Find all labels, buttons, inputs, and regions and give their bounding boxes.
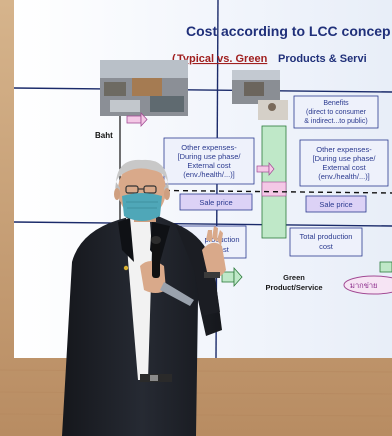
svg-text:[During use phase/: [During use phase/	[313, 154, 377, 163]
green-product-label-line1: Green	[283, 273, 305, 282]
slide-subtitle-open: (	[172, 53, 176, 65]
arrow-icon	[256, 162, 275, 176]
green-bar-pink-segment	[261, 181, 287, 197]
pollution-image-right	[232, 70, 280, 104]
slide-subtitle-underlined: Typical vs. Green	[177, 53, 268, 65]
svg-text:cost: cost	[319, 242, 334, 251]
sale-price-box-left: Sale price	[179, 193, 253, 211]
arrow-icon	[126, 111, 148, 128]
other-expenses-box-right: Other expenses- [During use phase/ Exter…	[299, 139, 389, 187]
svg-text:มากข่าย: มากข่าย	[350, 281, 377, 290]
slide-title: Cost according to LCC concep	[186, 23, 391, 39]
svg-text:Sale price: Sale price	[319, 200, 352, 209]
svg-text:(env./health/...)]: (env./health/...)]	[183, 170, 235, 179]
green-arrow-icon	[221, 266, 243, 288]
slide-subtitle-rest: Products & Servi	[278, 53, 367, 65]
svg-text:Benefits: Benefits	[323, 100, 349, 107]
microphone	[152, 238, 160, 278]
svg-text:(direct to consumer: (direct to consumer	[306, 109, 367, 116]
svg-text:External cost: External cost	[187, 161, 231, 170]
thai-label-oval: มากข่าย	[343, 275, 392, 295]
svg-text:[During use phase/: [During use phase/	[178, 152, 242, 161]
sale-price-box-right: Sale price	[305, 195, 367, 213]
face-mask	[122, 193, 162, 221]
pollution-image-left	[100, 60, 188, 116]
svg-text:Sale price: Sale price	[199, 198, 232, 207]
svg-text:Other expenses-: Other expenses-	[316, 145, 372, 154]
other-expenses-box-left: Other expenses- [During use phase/ Exter…	[163, 137, 255, 185]
green-corner-box	[379, 261, 392, 273]
svg-text:Total production: Total production	[300, 232, 353, 241]
person-icon-image	[258, 100, 288, 120]
y-axis-label: Baht	[95, 131, 113, 140]
benefits-box: Benefits (direct to consumer & indirect.…	[293, 95, 379, 129]
speaker	[62, 159, 226, 436]
svg-text:& indirect...to public): & indirect...to public)	[304, 118, 367, 125]
svg-text:Other expenses-: Other expenses-	[181, 143, 237, 152]
svg-text:(env./health/...)]: (env./health/...)]	[318, 172, 370, 181]
green-product-label-line2: Product/Service	[265, 283, 322, 292]
glasses	[125, 185, 157, 194]
total-production-cost-box: Total production cost	[289, 227, 363, 257]
svg-text:External cost: External cost	[322, 163, 366, 172]
